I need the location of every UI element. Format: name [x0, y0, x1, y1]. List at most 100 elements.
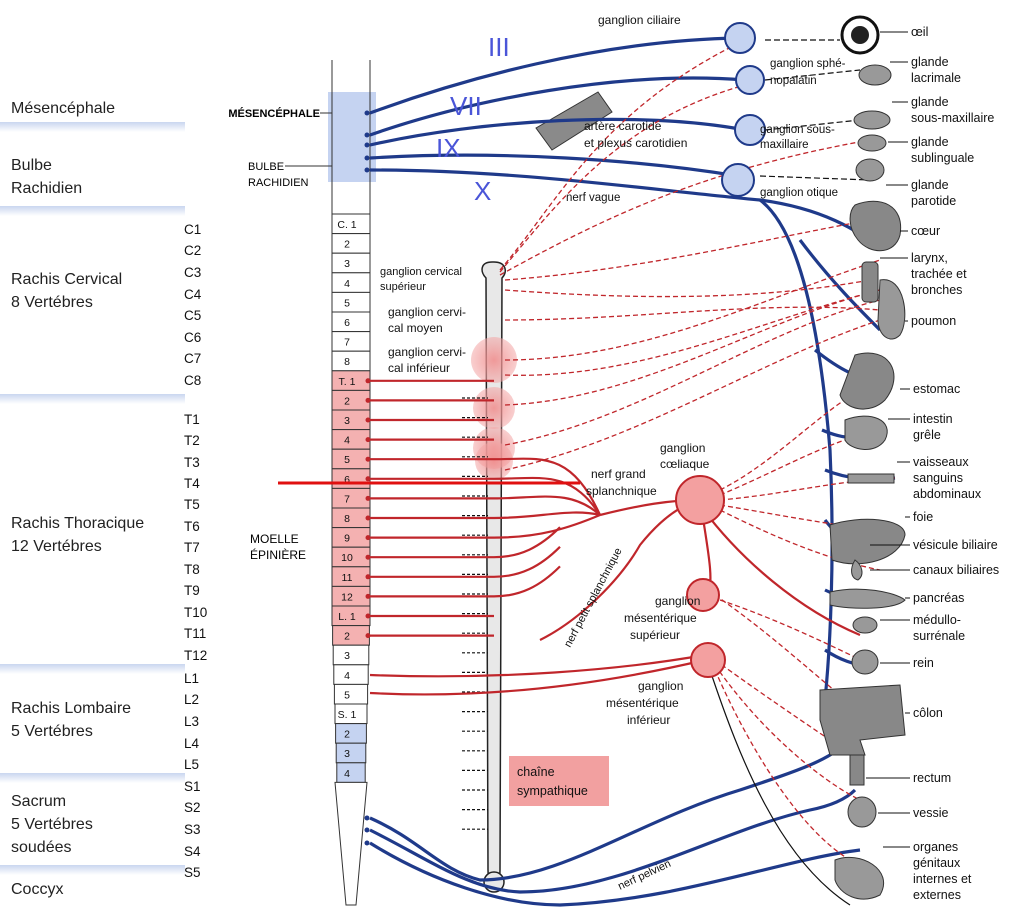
spinal-segment-label: S. 1: [338, 709, 357, 721]
organ-label: estomac: [913, 382, 960, 396]
spinal-segment: [331, 350, 371, 372]
nerve-VII-b: [369, 117, 746, 147]
numeral-IX: IX: [436, 133, 461, 163]
spinal-segment: [331, 507, 371, 529]
black-fibre: [764, 119, 861, 131]
thoracic-ganglion-highlight: [475, 442, 513, 480]
organ-label: trachée et: [911, 267, 967, 281]
submaxillary-gland-organ: [853, 110, 891, 130]
spinal-segment-label: L. 1: [338, 611, 356, 623]
spinal-segment: [331, 389, 371, 411]
label-mes-inf-2: mésentérique: [606, 696, 679, 710]
nucleus-dot: [365, 554, 371, 560]
spinal-segment: [331, 252, 371, 274]
bladder-organ: [847, 796, 877, 828]
spinal-segment: [331, 429, 371, 450]
post-fibre: [499, 84, 746, 273]
vertebra-label: C8: [184, 373, 202, 388]
spinal-segment-label: 4: [344, 670, 350, 682]
label-ganglion-spheno-1: ganglion sphé-: [770, 58, 846, 70]
rectum-organ: [849, 754, 865, 786]
adrenal-organ: [852, 616, 878, 634]
ganglion-sphenopalatin: [735, 65, 765, 95]
vertebra-label: S4: [184, 844, 201, 859]
vertebra-label: L2: [184, 692, 200, 707]
vertebra-label: T10: [184, 605, 208, 620]
spinal-segment-label: 11: [342, 572, 353, 584]
organ-label: vessie: [913, 806, 948, 820]
organ-label: foie: [913, 510, 933, 524]
spinal-segment-label: 9: [344, 533, 350, 545]
numeral-III: III: [488, 32, 510, 62]
label-cerv-sup-1: ganglion cervical: [380, 266, 462, 278]
post-fibre: [504, 259, 881, 361]
vertebra-label: S3: [184, 822, 201, 837]
spinal-segment-label: 8: [344, 513, 350, 525]
black-fibre: [759, 175, 871, 181]
vertebra-label: T6: [184, 519, 200, 534]
organ-label: parotide: [911, 194, 956, 208]
nerve-VII-a: [369, 76, 746, 137]
organ-label: bronches: [911, 283, 962, 297]
vertebra-label: T12: [184, 648, 208, 663]
label-nerf-vague: nerf vague: [566, 192, 620, 204]
region-separator: [0, 122, 185, 132]
post-fibre: [504, 299, 881, 446]
label-moelle: MOELLE: [250, 532, 299, 546]
preganglionic-fibre: [368, 476, 601, 516]
nucleus-dot: [364, 827, 370, 833]
label-carotide-2: et plexus carotidien: [584, 136, 687, 150]
nerve-IX: [369, 153, 739, 178]
region-separator: [0, 394, 185, 404]
sublingual-gland-organ: [857, 134, 887, 152]
region-separator: [0, 865, 185, 875]
post-fibre: [714, 669, 851, 861]
spinal-segment-label: 5: [344, 454, 350, 466]
organ-labels: œilglandelacrimaleglandesous-maxillaireg…: [911, 25, 999, 902]
nucleus-dot: [364, 110, 370, 116]
small-intestine-organ: [844, 415, 888, 450]
nucleus-dot: [365, 515, 371, 521]
ganglion-otique: [721, 163, 755, 197]
spinal-segment: [331, 409, 371, 431]
sympathetic-preganglionic-nerves: [365, 378, 602, 639]
post-fibre: [714, 664, 861, 801]
post-fibre: [504, 279, 871, 298]
cranial-nerve-numerals: III VII IX X: [436, 32, 510, 206]
spinal-segment-label: 2: [344, 631, 350, 643]
preganglionic-fibre: [368, 546, 561, 578]
preganglionic-fibre: [368, 495, 601, 516]
spinal-tail: [334, 781, 368, 906]
organ-label: rectum: [913, 771, 951, 785]
post-fibre: [719, 599, 866, 663]
spinal-segment-label: 7: [344, 493, 350, 505]
organ-label: organes: [913, 840, 958, 854]
preganglionic-fibre: [368, 457, 602, 516]
spinal-segment: [331, 291, 371, 313]
spinal-segment: [331, 448, 371, 470]
label-ganglion-otique: ganglion otique: [760, 187, 838, 199]
organ-label: cœur: [911, 224, 940, 238]
vertebra-label: T2: [184, 433, 200, 448]
label-cerv-sup-2: supérieur: [380, 281, 426, 293]
spinal-segment-label: 12: [341, 591, 353, 603]
spinal-segment-label: 3: [344, 258, 350, 270]
organ-label: larynx,: [911, 251, 948, 265]
label-carotide-1: artère carotide: [584, 119, 662, 133]
organ-label: glande: [911, 95, 949, 109]
pelvic-branch: [369, 788, 857, 894]
label-epiniere: ÉPINIÈRE: [250, 547, 306, 562]
post-fibre: [499, 139, 871, 276]
nerve-X: [369, 168, 882, 252]
label-chaine-2: sympathique: [517, 784, 588, 798]
nucleus-dot: [364, 155, 370, 161]
vertebra-label: L3: [184, 714, 200, 729]
nucleus-dot: [364, 142, 370, 148]
black-fibres: [709, 39, 871, 906]
nucleus-dot: [365, 633, 371, 639]
nucleus-dot: [365, 378, 371, 384]
black-fibre: [764, 69, 861, 81]
vagus-trunk: [759, 198, 834, 701]
spinal-segment-label: 4: [344, 768, 350, 780]
